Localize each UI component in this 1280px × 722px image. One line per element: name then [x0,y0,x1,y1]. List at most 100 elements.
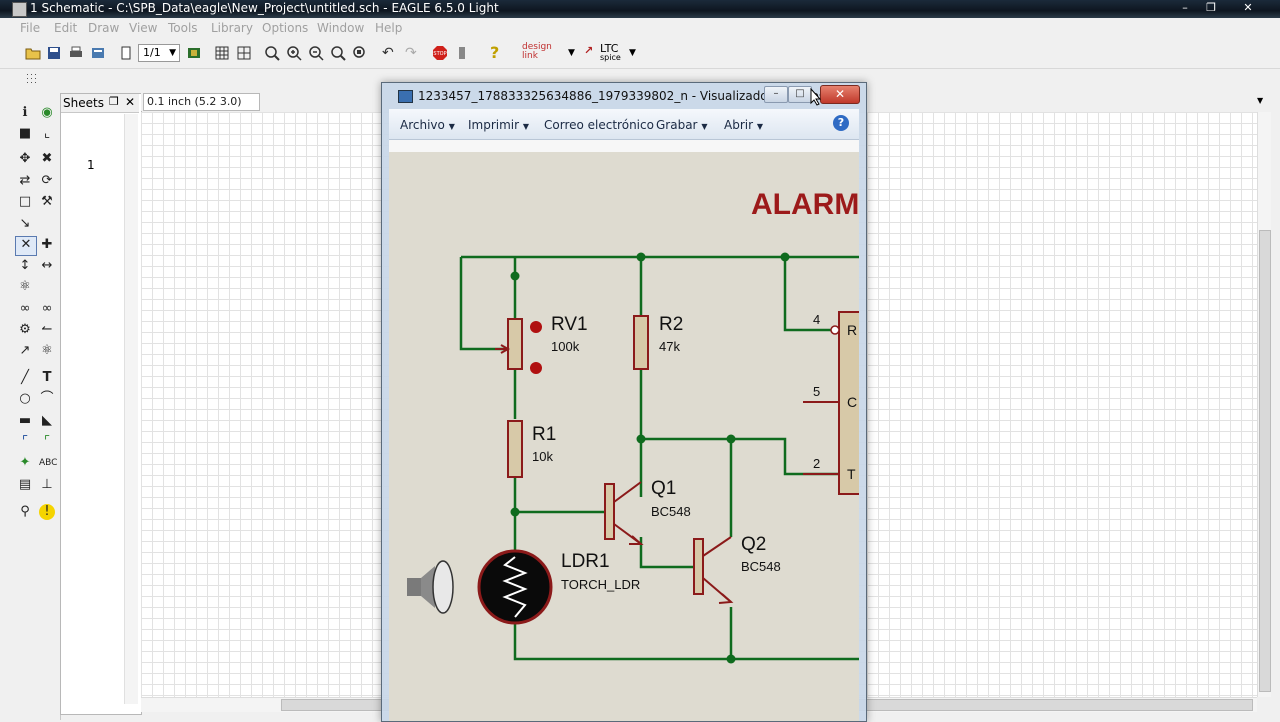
zoom-in-icon[interactable] [286,45,302,61]
open-icon[interactable] [25,45,41,61]
menu-window[interactable]: Window [317,21,365,35]
restore-button[interactable]: ❐ [1206,1,1216,14]
menu-view[interactable]: View [129,21,158,35]
grid-icon[interactable] [214,45,230,61]
rotate-icon[interactable]: ⟳ [41,173,53,188]
layer-icon[interactable] [236,45,252,61]
menu-file[interactable]: File [20,21,41,35]
zoom-redraw-icon[interactable] [330,45,346,61]
stop-icon[interactable]: STOP [432,45,448,61]
cam-icon[interactable] [90,45,106,61]
chevron-down-icon: ▼ [522,122,530,131]
errors-icon[interactable]: ! [39,504,55,520]
save-icon[interactable] [46,45,62,61]
erc-icon[interactable]: ⚲ [20,504,30,519]
ltspice-button[interactable]: ↗ LTC spice [584,42,624,64]
group-icon[interactable]: □ [18,194,32,209]
attribute-icon[interactable]: ▤ [18,477,32,492]
go-icon[interactable] [454,45,470,61]
label-icon[interactable]: ABC [39,458,58,468]
menu-imprimir-label: Imprimir [468,118,520,132]
pinswap-icon[interactable]: ↕ [19,258,31,273]
miter-icon[interactable]: ↼ [41,322,53,337]
chevron-down-icon[interactable]: ▼ [568,48,575,58]
viewer-maximize-button[interactable]: □ [788,86,812,103]
sheet-item[interactable]: 1 [87,158,95,172]
designlink-button[interactable]: design link [522,43,564,61]
q1-value: BC548 [651,504,691,519]
move-icon[interactable]: ✥ [19,151,31,166]
paste-icon[interactable]: ↘ [19,216,31,231]
menu-tools[interactable]: Tools [168,21,198,35]
rect-icon[interactable]: ▬ [18,413,32,428]
copy-icon[interactable]: ✖ [41,151,53,166]
redo-icon[interactable]: ↷ [405,45,417,61]
help-icon[interactable]: ? [490,43,500,62]
change-icon[interactable]: ⚒ [41,194,53,209]
wire-icon[interactable]: ╱ [21,370,29,385]
menu-library[interactable]: Library [211,21,253,35]
invoke-icon[interactable]: ⚛ [41,343,53,358]
zoom-select-icon[interactable] [352,45,368,61]
grid-dots-icon[interactable] [25,72,41,88]
show-icon[interactable]: ◉ [41,105,53,120]
chevron-down-icon[interactable]: ▼ [629,48,636,58]
menu-abrir[interactable]: Abrir ▼ [724,118,763,132]
sheets-scrollbar[interactable] [124,114,138,704]
vertical-scrollbar[interactable] [1257,112,1271,697]
text-icon[interactable]: T [42,370,52,385]
minimize-button[interactable]: – [1182,1,1188,14]
menu-archivo[interactable]: Archivo ▼ [400,118,455,132]
menu-draw[interactable]: Draw [88,21,120,35]
sheets-header: Sheets ❐ ✕ [61,94,139,113]
close-button[interactable]: ✕ [1243,1,1253,14]
info-icon[interactable]: ℹ [22,105,28,120]
add-icon[interactable]: ✚ [41,237,53,252]
circle-icon[interactable]: ○ [19,391,31,406]
board-icon[interactable] [186,45,202,61]
svg-text:STOP: STOP [433,51,446,57]
mirror-icon[interactable]: ⇄ [19,173,31,188]
name-icon[interactable]: ∞ [19,301,31,316]
chevron-down-icon: ▼ [448,122,455,131]
menu-correo[interactable]: Correo electrónico [544,118,654,132]
sheet-select[interactable]: 1/1▼ [138,44,180,62]
zoom-fit-icon[interactable] [264,45,280,61]
menu-options[interactable]: Options [262,21,309,35]
dimension-icon[interactable]: ⊥ [41,477,53,492]
menu-imprimir[interactable]: Imprimir ▼ [468,118,529,132]
ltc-label: LTC [600,42,619,55]
arc-icon[interactable]: ⌒ [40,391,54,406]
ic-r-label: R [847,322,857,338]
replace-icon[interactable]: ⚛ [19,279,31,294]
print-icon[interactable] [68,45,84,61]
zoom-out-icon[interactable] [308,45,324,61]
gateswap-icon[interactable]: ↔ [41,258,53,273]
menu-edit[interactable]: Edit [54,21,78,35]
close-icon[interactable]: ✕ [125,95,136,109]
mark-icon[interactable]: ⌞ [43,126,51,141]
viewer-close-button[interactable]: ✕ [820,85,860,104]
value-icon[interactable]: ∞ [41,301,53,316]
net-icon[interactable]: ⌜ [43,434,51,449]
pin-icon[interactable]: ❐ [109,95,119,108]
chevron-down-icon[interactable]: ▼ [1257,96,1264,105]
delete-icon[interactable]: ✕ [15,236,37,256]
undo-icon[interactable]: ↶ [382,45,394,61]
polygon-icon[interactable]: ◣ [42,413,52,428]
junction-icon[interactable]: ✦ [19,455,31,470]
menu-bar: File Edit Draw View Tools Library Option… [0,18,1280,38]
sheet-icon [121,46,131,60]
menu-grabar[interactable]: Grabar ▼ [656,118,707,132]
menu-help[interactable]: Help [375,21,403,35]
bus-icon[interactable]: ⌜ [21,434,29,449]
schematic-heading: ALARM [751,188,859,221]
scroll-thumb[interactable] [1259,230,1271,692]
help-icon[interactable]: ? [833,115,849,131]
sheet-select-value: 1/1 [143,46,161,59]
smash-icon[interactable]: ⚙ [19,322,31,337]
mouse-cursor-icon [810,88,822,106]
viewer-minimize-button[interactable]: – [764,86,788,103]
split-icon[interactable]: ↗ [19,343,31,358]
display-icon[interactable]: ■ [18,126,32,141]
